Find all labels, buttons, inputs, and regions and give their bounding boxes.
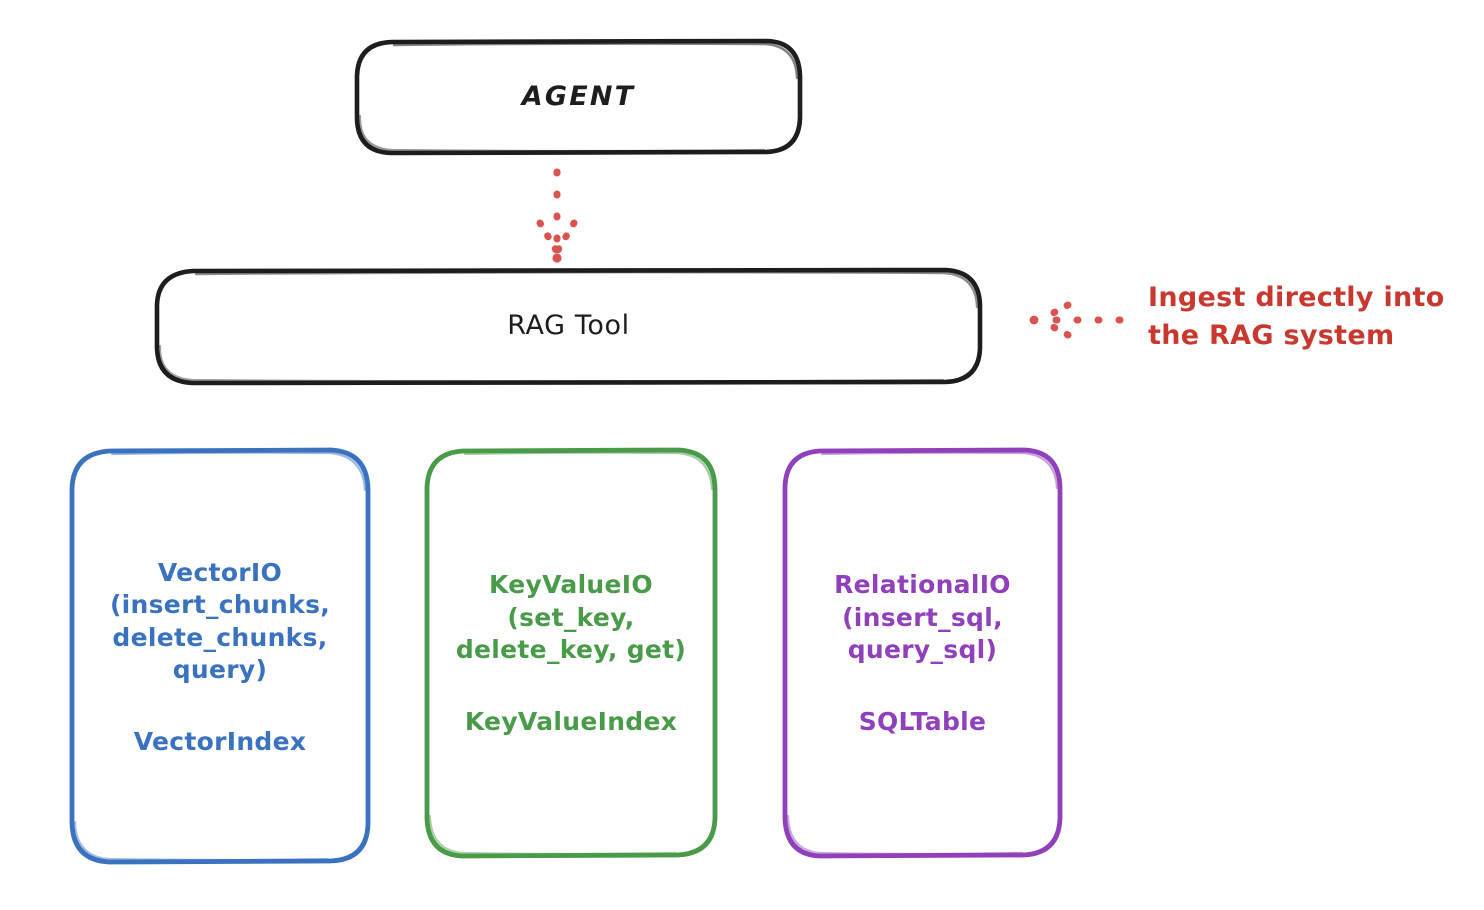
key-value-index-label: KeyValueIndex bbox=[464, 706, 678, 736]
key-value-io-api-label: KeyValueIO (set_key, delete_key, get) bbox=[455, 570, 687, 665]
ingest-annotation-text: Ingest directly into the RAG system bbox=[1148, 282, 1445, 352]
relational-io-api-label: RelationalIO (insert_sql, query_sql) bbox=[834, 570, 1011, 665]
agent-node[interactable]: AGENT bbox=[357, 41, 800, 153]
vector-io-node[interactable]: VectorIO (insert_chunks, delete_chunks, … bbox=[72, 450, 368, 862]
agent-to-rag-tool-arrow bbox=[536, 168, 578, 263]
key-value-io-node[interactable]: KeyValueIO (set_key, delete_key, get) Ke… bbox=[427, 450, 715, 855]
vector-index-label: VectorIndex bbox=[133, 726, 307, 756]
agent-node-label: AGENT bbox=[521, 80, 636, 112]
ingest-to-rag-tool-arrow bbox=[1029, 301, 1124, 339]
rag-tool-node[interactable]: RAG Tool bbox=[157, 270, 980, 383]
vector-io-api-label: VectorIO (insert_chunks, delete_chunks, … bbox=[109, 557, 331, 685]
relational-io-node[interactable]: RelationalIO (insert_sql, query_sql) SQL… bbox=[785, 450, 1060, 855]
sql-table-label: SQLTable bbox=[858, 706, 987, 736]
rag-tool-node-label: RAG Tool bbox=[507, 310, 630, 342]
